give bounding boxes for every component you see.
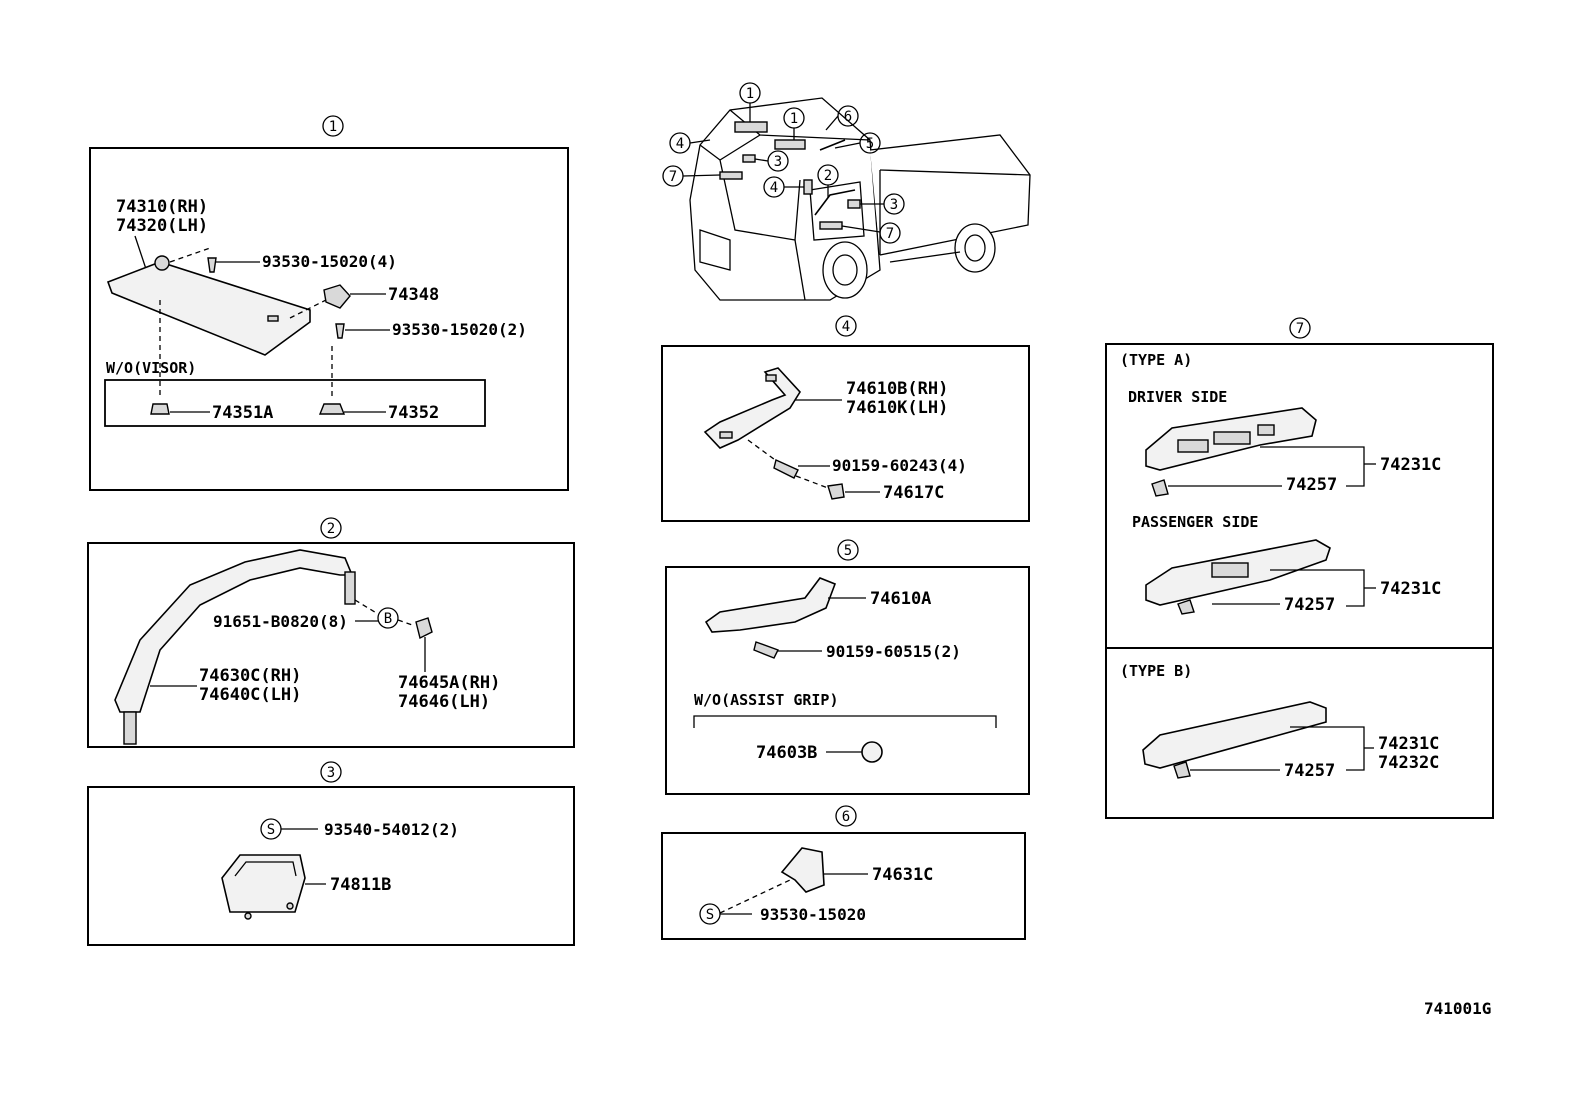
section-2-frame: [87, 542, 575, 748]
pillar-cap-icon: [415, 617, 433, 640]
passenger-clip-label: 74257: [1284, 595, 1335, 615]
section-1-number: 1: [329, 119, 337, 135]
holder-label: 74348: [388, 285, 439, 305]
section-3: 3 S 93540-54012(2) 74811B: [87, 761, 575, 946]
driver-side-label: DRIVER SIDE: [1128, 388, 1227, 406]
cap-b-icon: [318, 403, 346, 415]
section-2-number: 2: [327, 521, 335, 537]
truck-callout-2: 2: [824, 168, 832, 184]
passenger-clip-icon: [1177, 599, 1195, 615]
screw-s6-label: 93530-15020: [760, 905, 866, 924]
truck-callout-6: 6: [844, 109, 852, 125]
section-6: 6 74631C S 93530-15020: [661, 805, 1026, 940]
garnish-rh-label: 74630C(RH): [199, 666, 301, 686]
cap-a-icon: [150, 403, 170, 415]
truck-callout-3b: 3: [890, 197, 898, 213]
section-5: 5 74610A 90159-60515(2) W/O(ASSIST GRIP)…: [665, 539, 1030, 795]
grip-rh-label: 74610B(RH): [846, 379, 948, 399]
pocket-label: 74811B: [330, 875, 391, 895]
driver-panel-label: 74231C: [1380, 455, 1441, 475]
truck-callout-7: 7: [669, 169, 677, 185]
screw-a-label: 93530-15020(4): [262, 252, 397, 271]
no-grip-note: W/O(ASSIST GRIP): [694, 691, 839, 709]
section-6-number: 6: [842, 809, 850, 825]
section-4: 4 74610B(RH) 74610K(LH) 90159-60243(4) 7…: [661, 315, 1030, 522]
screw-ref-s3: S: [267, 822, 275, 838]
cap-lh-label: 74646(LH): [398, 692, 490, 712]
truck-callout-1: 1: [746, 86, 754, 102]
section-7-frame: [1105, 343, 1494, 819]
screw-a-icon: [207, 257, 217, 273]
truck-callout-7b: 7: [886, 226, 894, 242]
type-b-panel-part: [1142, 701, 1327, 769]
section-4-frame: [661, 345, 1030, 522]
grip-lh-label: 74610K(LH): [846, 398, 948, 418]
clip-ref: B: [384, 611, 392, 627]
pillar-garnish-part: [114, 549, 354, 713]
sun-visor-part: [106, 261, 311, 356]
grip-screw-label: 90159-60243(4): [832, 456, 967, 475]
garnish-lh-label: 74640C(LH): [199, 685, 301, 705]
grip-5-label: 74610A: [870, 589, 931, 609]
section-6-frame: [661, 832, 1026, 940]
hook-label: 74631C: [872, 865, 933, 885]
truck-callout-5: 5: [866, 136, 874, 152]
section-1: 1 74310(RH) 74320(LH) 93530-15020(4) 743…: [89, 115, 569, 491]
truck-callout-4b: 4: [770, 180, 778, 196]
section-1-frame: [89, 147, 569, 491]
plug-icon: [861, 741, 883, 763]
section-5-frame: [665, 566, 1030, 795]
grip-screw-icon: [773, 459, 799, 479]
plug-label: 74603B: [756, 743, 817, 763]
section-2: 2 B 91651-B0820(8) 74630C(RH) 74640C(LH)…: [87, 517, 575, 748]
cap-b-label: 74352: [388, 403, 439, 423]
visor-rh-label: 74310(RH): [116, 197, 208, 217]
grip-cover-icon: [827, 483, 845, 500]
section-3-number: 3: [327, 765, 335, 781]
truck-callout-1b: 1: [790, 111, 798, 127]
section-3-frame: [87, 786, 575, 946]
section-4-number: 4: [842, 319, 850, 335]
driver-clip-icon: [1151, 479, 1169, 497]
grip-5-screw-label: 90159-60515(2): [826, 642, 961, 661]
coat-hook-part: [780, 847, 825, 893]
truck-callouts: 1 1 6 4 5 3 7 4 2 3 7: [662, 82, 905, 244]
holder-icon: [323, 284, 351, 309]
grip-5-screw-icon: [753, 641, 779, 659]
pocket-part: [221, 854, 306, 913]
cap-a-label: 74351A: [212, 403, 273, 423]
type-b-clip-icon: [1173, 761, 1191, 779]
passenger-panel-label: 74231C: [1380, 579, 1441, 599]
grip-5-part: [704, 577, 837, 633]
no-visor-frame: [104, 379, 486, 427]
type-b-label: (TYPE B): [1120, 662, 1192, 680]
driver-clip-label: 74257: [1286, 475, 1337, 495]
section-5-number: 5: [844, 543, 852, 559]
screw-ref-s6: S: [706, 907, 714, 923]
type-b-panel-b-label: 74232C: [1378, 753, 1439, 773]
visor-lh-label: 74320(LH): [116, 216, 208, 236]
truck-callout-4: 4: [676, 136, 684, 152]
no-visor-note: W/O(VISOR): [106, 359, 196, 377]
cap-rh-label: 74645A(RH): [398, 673, 500, 693]
assist-grip-part: [703, 367, 802, 449]
truck-illustration: [689, 97, 1031, 301]
truck-callout-3: 3: [774, 154, 782, 170]
passenger-side-label: PASSENGER SIDE: [1132, 513, 1258, 531]
grip-cover-label: 74617C: [883, 483, 944, 503]
screw-s3-label: 93540-54012(2): [324, 820, 459, 839]
section-7: 7 (TYPE A) DRIVER SIDE 74257 74231C PASS…: [1105, 317, 1494, 819]
type-b-clip-label: 74257: [1284, 761, 1335, 781]
clip-label: 91651-B0820(8): [213, 612, 348, 631]
diagram-id: 741001G: [1424, 999, 1491, 1018]
type-b-panel-a-label: 74231C: [1378, 734, 1439, 754]
section-7-number: 7: [1296, 321, 1304, 337]
screw-b-icon: [335, 323, 345, 339]
screw-b-label: 93530-15020(2): [392, 320, 527, 339]
type-a-label: (TYPE A): [1120, 351, 1192, 369]
